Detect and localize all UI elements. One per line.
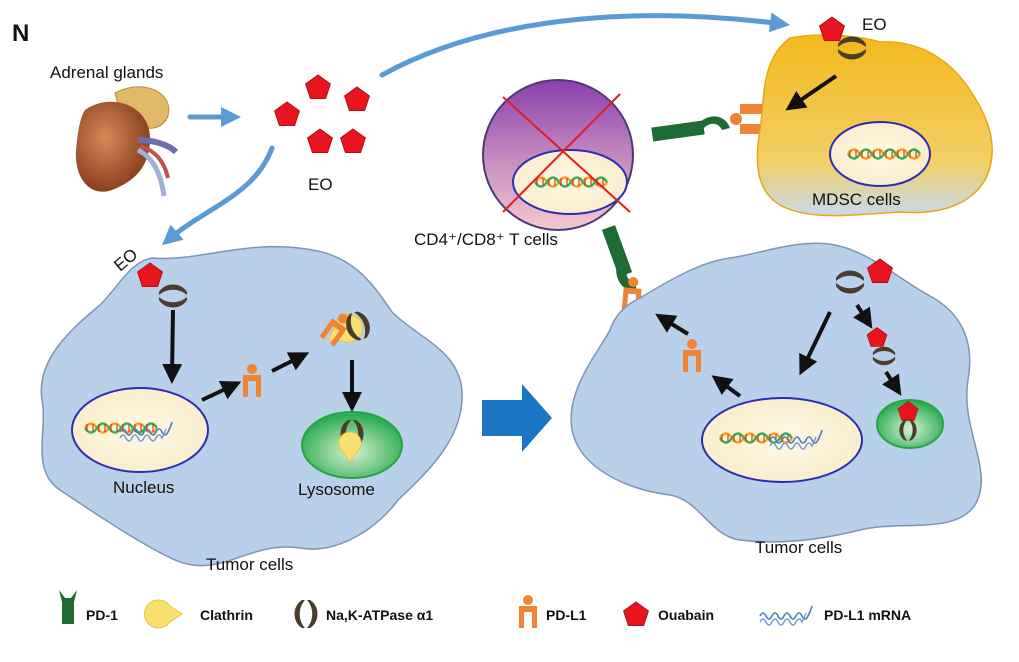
- clathrin-icon: [144, 599, 183, 629]
- nucleus-right: [701, 397, 863, 483]
- panel-letter: N: [12, 20, 29, 47]
- ouabain-icon: [623, 601, 649, 626]
- mdsc-label: MDSC cells: [812, 190, 901, 209]
- nak-atpase-icon: [294, 600, 318, 628]
- t-cell: [482, 79, 634, 231]
- adrenal-label: Adrenal glands: [50, 63, 163, 82]
- pdl1-icon: [519, 595, 537, 628]
- legend: PD-1 Clathrin Na,K-ATPase α1 PD-L1 Ouaba…: [59, 590, 911, 629]
- legend-pdl1: PD-L1: [546, 607, 587, 623]
- legend-nak: Na,K-ATPase α1: [326, 607, 433, 623]
- legend-mrna: PD-L1 mRNA: [824, 607, 911, 623]
- pd1-icon: [59, 590, 77, 624]
- eo-cluster: [274, 74, 370, 153]
- pd1-pdl1-top: [651, 104, 772, 142]
- eo-center-label: EO: [308, 175, 333, 194]
- t-cell-label: CD4⁺/CD8⁺ T cells: [414, 230, 558, 249]
- big-blue-arrow: [482, 384, 552, 452]
- lysosome-label: Lysosome: [298, 480, 375, 499]
- arrow-mdsc: [785, 74, 838, 111]
- adrenal-gland-illustration: [75, 86, 179, 197]
- blue-arrows: [161, 12, 790, 246]
- legend-clathrin: Clathrin: [200, 607, 253, 623]
- tumor-right-label: Tumor cells: [755, 538, 842, 557]
- legend-ouabain: Ouabain: [658, 607, 714, 623]
- eo-top-label: EO: [862, 15, 887, 34]
- ouabain-mdsc: [819, 16, 845, 41]
- legend-pd1: PD-1: [86, 607, 118, 623]
- lysosome: [301, 411, 403, 479]
- nucleus-left: [71, 387, 209, 473]
- nucleus-mdsc: [829, 121, 931, 187]
- nucleus-label: Nucleus: [113, 478, 174, 497]
- black-arrows-left: [162, 309, 362, 412]
- pd1-pdl1-left: [601, 225, 643, 311]
- lysosome-right: [876, 399, 944, 449]
- tumor-left-label: Tumor cells: [206, 555, 293, 574]
- mrna-icon: [759, 605, 813, 626]
- black-arrows-right: [655, 303, 902, 398]
